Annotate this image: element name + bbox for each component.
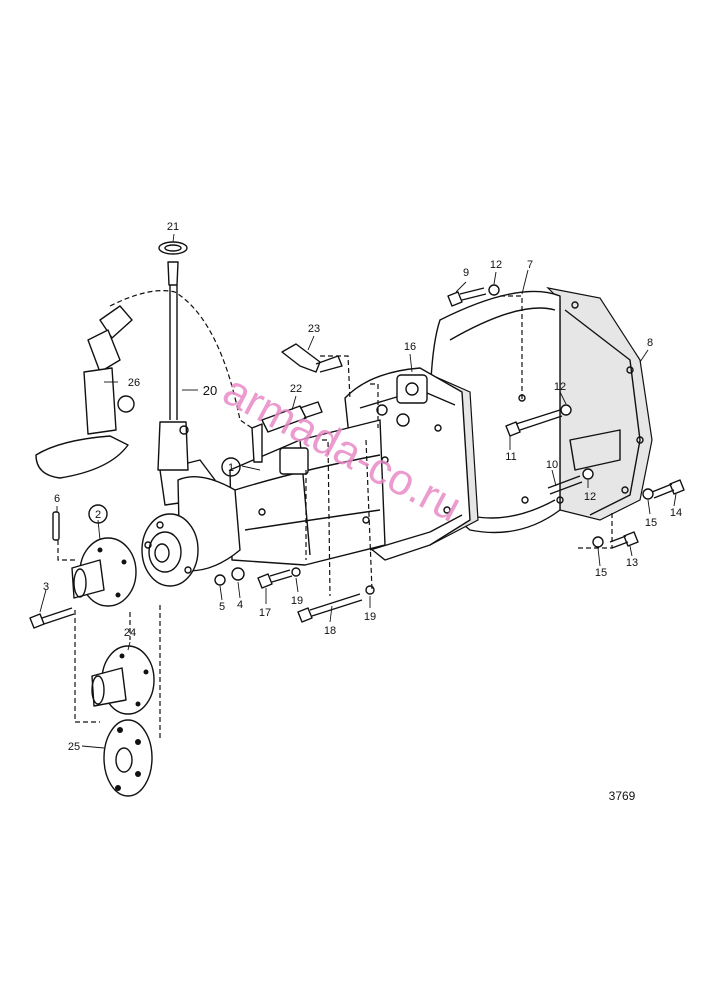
leader-lines (39, 233, 677, 749)
callout-6: 6 (54, 493, 60, 505)
coupling-disc (103, 719, 153, 797)
callout-19-left: 19 (291, 595, 303, 607)
callout-23: 23 (308, 323, 320, 335)
callout-13: 13 (626, 557, 638, 569)
callout-17: 17 (259, 607, 271, 619)
front-pump (141, 459, 241, 587)
callout-10: 10 (546, 459, 558, 471)
callout-22: 22 (290, 383, 302, 395)
callout-5: 5 (219, 601, 225, 613)
callout-14: 14 (670, 507, 682, 519)
dipstick-tube (157, 241, 189, 471)
callout-11: 11 (505, 451, 516, 463)
figure-number: 3769 (609, 789, 636, 803)
callout-24: 24 (124, 627, 136, 639)
callout-12-top: 12 (490, 259, 502, 271)
callout-8: 8 (647, 337, 653, 349)
flange-24 (91, 645, 155, 715)
callout-26: 26 (128, 377, 140, 389)
assembly-lines (57, 290, 613, 740)
callout-20: 20 (203, 383, 217, 398)
callout-12-mid: 12 (554, 381, 566, 393)
callout-15-right: 15 (645, 517, 657, 529)
callout-4: 4 (237, 599, 243, 611)
callout-16: 16 (404, 341, 416, 353)
callout-1-circle (221, 457, 241, 477)
main-body (229, 419, 386, 566)
callout-15-left: 15 (595, 567, 607, 579)
flange-2 (71, 537, 137, 607)
callout-2-circle (88, 504, 108, 524)
breather-hose (35, 305, 135, 479)
callout-19-right: 19 (364, 611, 376, 623)
callout-9: 9 (463, 267, 469, 279)
callout-3: 3 (43, 581, 49, 593)
callout-21: 21 (167, 221, 179, 233)
callout-1: 1 (228, 462, 234, 474)
callout-12-low: 12 (584, 491, 596, 503)
callout-labels: 1 2 3 4 5 6 7 8 9 10 11 12 12 12 13 14 1… (43, 221, 682, 753)
callout-18: 18 (324, 625, 336, 637)
callout-7: 7 (527, 259, 533, 271)
callout-25: 25 (68, 741, 80, 753)
fasteners (29, 284, 685, 629)
callout-2: 2 (95, 509, 101, 521)
